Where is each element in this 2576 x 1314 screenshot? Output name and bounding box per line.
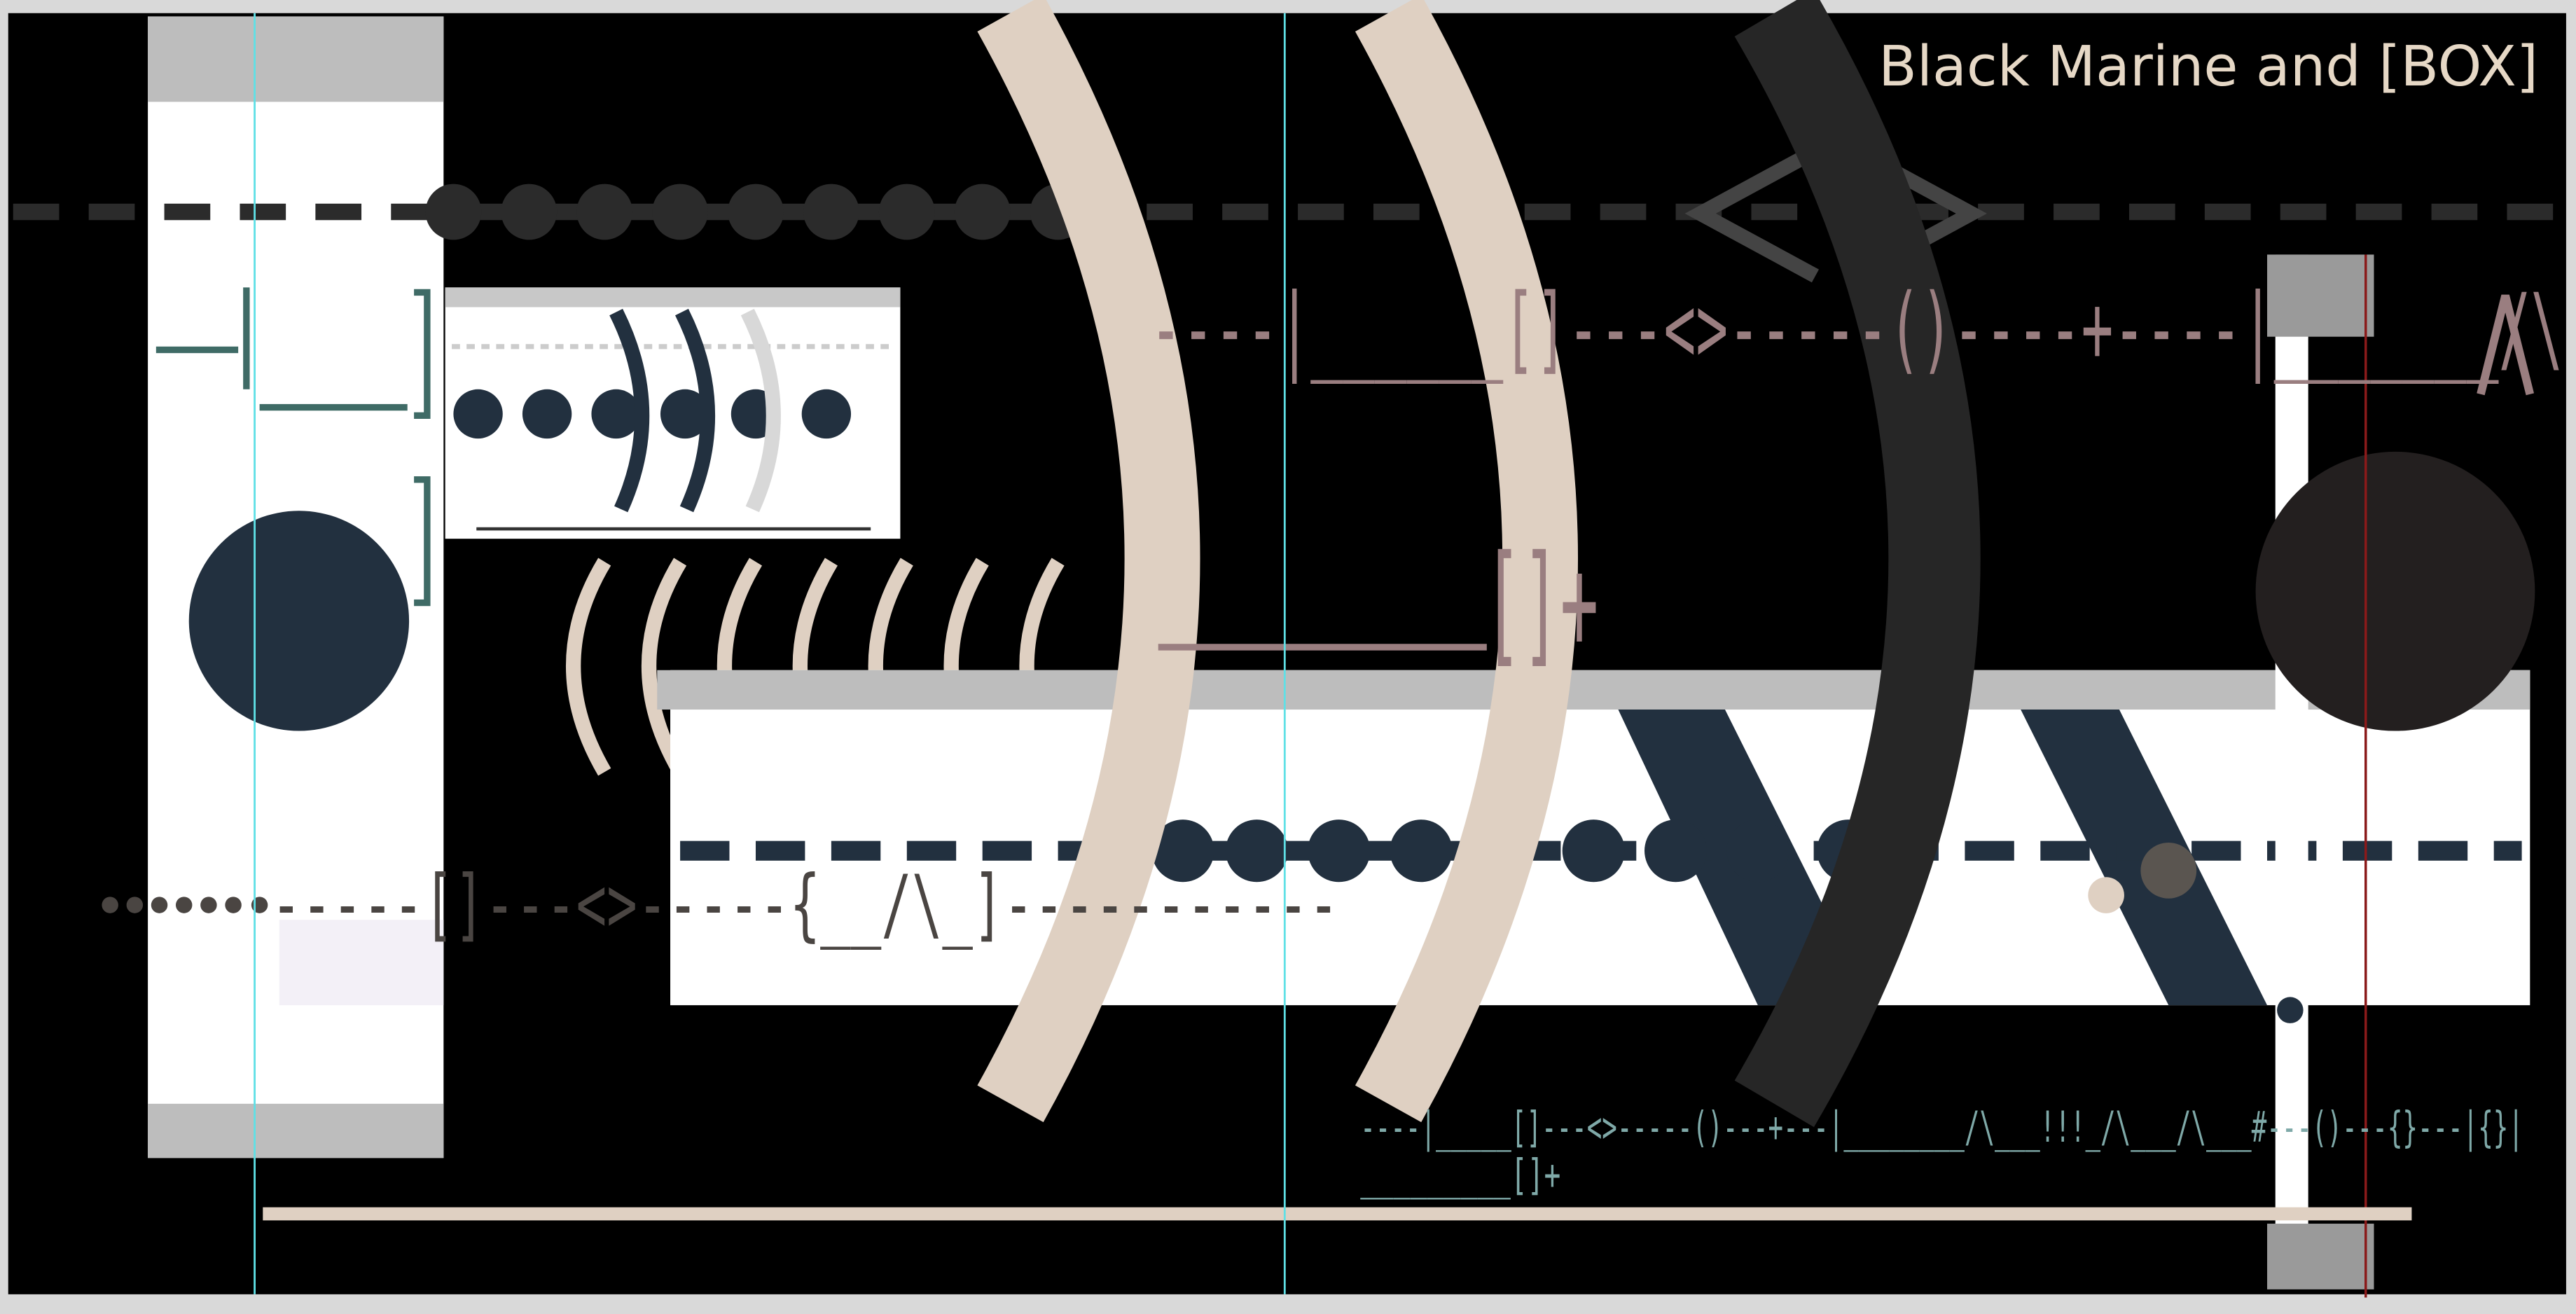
grey-ascii-line: -----[]---<>-----{__/\_]-----------: [271, 859, 1339, 950]
dark-circle: [2255, 451, 2535, 731]
cyan-ascii-line-2: _________[]+: [1360, 1150, 1560, 1200]
artwork-title: Black Marine and [BOX]: [1878, 34, 2538, 99]
left-column-brackets: [155, 287, 431, 607]
tan-arc-1: [977, 0, 1200, 1123]
charcoal-arc: [1734, 0, 1981, 1128]
lavender-patch: [279, 920, 444, 1006]
mauve-ascii-line-1: ----|______[]---<>-----()----+----|_____…: [1150, 274, 2563, 385]
inset-thumbnail: [445, 287, 901, 539]
right-white-column: [2275, 254, 2308, 1282]
mauve-ascii-line-2: []+: [1483, 527, 1598, 680]
left-column-bottom-block: [148, 1103, 444, 1159]
small-navy-dot: [2277, 997, 2304, 1023]
pink-chevron: [2477, 294, 2535, 396]
cyan-ascii-line-1: ----|_____[]---<>-----()---+---|________…: [1360, 1102, 2523, 1152]
white-band-top-strip: [657, 670, 2530, 710]
tan-dot: [2088, 877, 2124, 913]
right-column-bottom-block: [2267, 1224, 2374, 1289]
tan-arc-2: [1355, 0, 1579, 1123]
left-column-top-block: [148, 16, 444, 102]
navy-circle: [188, 511, 410, 731]
grey-dot: [2140, 842, 2197, 899]
top-dots: [425, 184, 1086, 240]
right-column-top-block: [2267, 254, 2374, 337]
grey-dot-row: [102, 897, 268, 913]
